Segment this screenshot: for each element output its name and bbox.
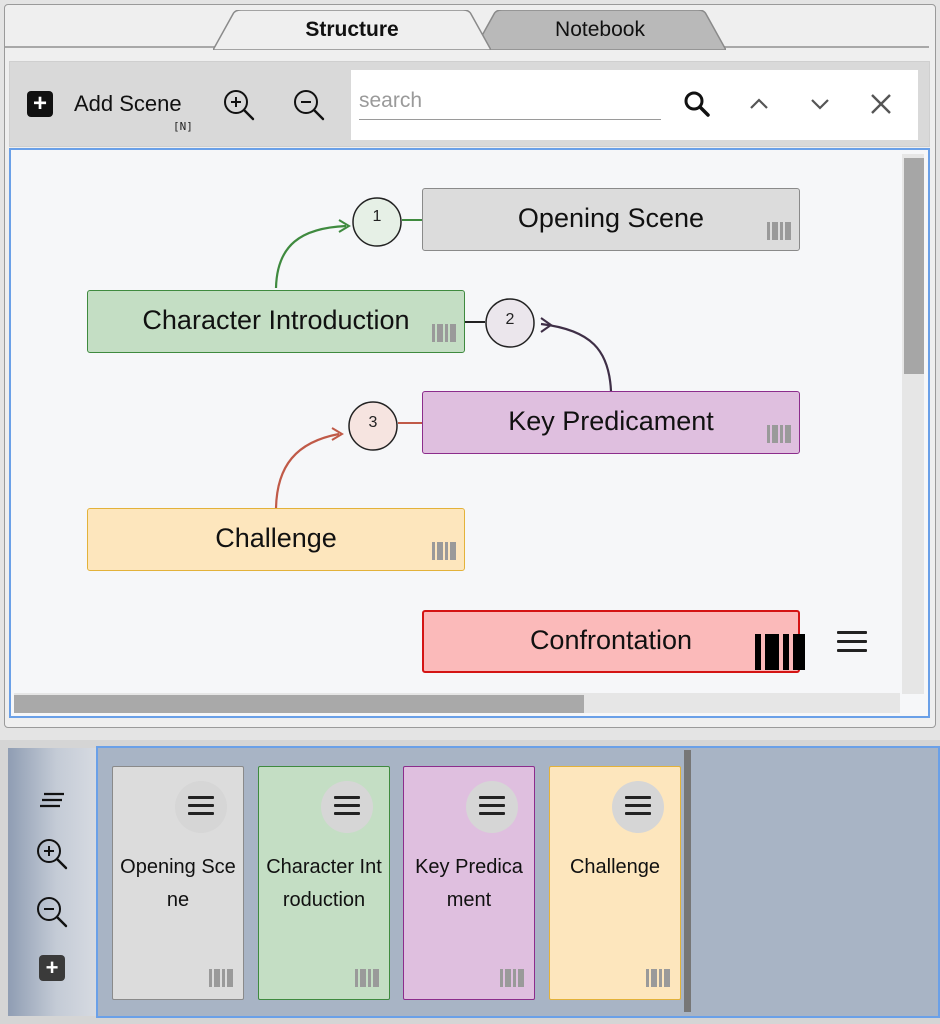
- barcode-icon: [767, 222, 791, 240]
- scene-strip-panel: + Opening Scene Character Introduction K…: [0, 740, 940, 1024]
- scene-card[interactable]: Key Predicament: [403, 766, 535, 1000]
- scene-node[interactable]: Key Predicament: [422, 391, 800, 454]
- scene-card-title: Challenge: [569, 856, 661, 878]
- search-input[interactable]: [359, 82, 661, 120]
- connector-3-badge[interactable]: [348, 401, 398, 451]
- hamburger-menu-icon: [334, 796, 360, 816]
- tab-notebook-label: Notebook: [555, 18, 645, 41]
- card-menu-button[interactable]: [612, 781, 664, 833]
- add-scene-button[interactable]: Add Scene: [74, 91, 182, 116]
- zoom-in-icon[interactable]: [221, 87, 257, 123]
- close-icon[interactable]: [863, 86, 899, 122]
- scene-node[interactable]: Challenge: [87, 508, 465, 571]
- barcode-icon: [755, 634, 805, 670]
- hamburger-menu-icon: [479, 796, 505, 816]
- structure-canvas[interactable]: 1 2 3 Opening Scene Character Introducti…: [9, 148, 930, 718]
- scene-card-title: Key Predicament: [415, 856, 523, 911]
- strip-insertion-marker: [684, 750, 691, 1012]
- barcode-icon: [500, 969, 524, 987]
- vertical-scrollbar-thumb[interactable]: [904, 158, 924, 374]
- scene-node[interactable]: Character Introduction: [87, 290, 465, 353]
- barcode-icon: [432, 542, 456, 560]
- hamburger-menu-icon: [625, 796, 651, 816]
- scene-node-label: Opening Scene: [517, 203, 705, 233]
- card-menu-button[interactable]: [321, 781, 373, 833]
- tab-shape: [474, 10, 726, 50]
- chevron-up-icon[interactable]: [741, 86, 777, 122]
- scene-node-label: Challenge: [215, 523, 337, 553]
- connector-1-badge[interactable]: [352, 197, 402, 247]
- scene-card-strip[interactable]: Opening Scene Character Introduction Key…: [96, 746, 940, 1018]
- connector-layer: [274, 197, 613, 509]
- scene-node-label: Confrontation: [529, 625, 693, 655]
- scene-card-title: Character Introduction: [266, 856, 382, 911]
- toolbar: + Add Scene [N]: [9, 61, 930, 147]
- hamburger-menu-icon: [188, 796, 214, 816]
- zoom-in-icon[interactable]: [34, 836, 70, 872]
- search-box: [351, 70, 918, 140]
- search-icon[interactable]: [679, 86, 715, 122]
- scene-card-title: Opening Scene: [120, 856, 236, 911]
- add-scene-icon[interactable]: +: [39, 955, 65, 981]
- add-scene-shortcut: [N]: [173, 120, 193, 133]
- scene-node-selected[interactable]: Confrontation: [422, 610, 800, 673]
- barcode-icon: [209, 969, 233, 987]
- barcode-icon: [355, 969, 379, 987]
- tab-notebook[interactable]: Notebook: [474, 10, 726, 50]
- chevron-down-icon[interactable]: [802, 86, 838, 122]
- connector-1-label: 1: [372, 208, 382, 225]
- scene-card[interactable]: Challenge: [549, 766, 681, 1000]
- horizontal-scrollbar-thumb[interactable]: [14, 695, 584, 713]
- align-text-icon[interactable]: [34, 782, 70, 818]
- barcode-icon: [646, 969, 670, 987]
- hamburger-menu-icon[interactable]: [837, 631, 867, 653]
- scene-node-label: Key Predicament: [508, 406, 714, 436]
- add-scene-icon[interactable]: +: [27, 91, 53, 117]
- connector-2-label: 2: [505, 311, 515, 328]
- connector-3-label: 3: [368, 414, 378, 431]
- connector-2-badge[interactable]: [485, 298, 535, 348]
- scene-node[interactable]: Opening Scene: [422, 188, 800, 251]
- scene-card[interactable]: Character Introduction: [258, 766, 390, 1000]
- scene-card[interactable]: Opening Scene: [112, 766, 244, 1000]
- tab-structure-label: Structure: [305, 18, 399, 41]
- scene-node-label: Character Introduction: [142, 305, 410, 335]
- card-menu-button[interactable]: [175, 781, 227, 833]
- strip-sidebar: +: [8, 748, 96, 1016]
- card-menu-button[interactable]: [466, 781, 518, 833]
- zoom-out-icon[interactable]: [34, 894, 70, 930]
- tab-shape: [213, 10, 491, 50]
- barcode-icon: [767, 425, 791, 443]
- tab-structure[interactable]: Structure: [213, 10, 491, 50]
- zoom-out-icon[interactable]: [291, 87, 327, 123]
- barcode-icon: [432, 324, 456, 342]
